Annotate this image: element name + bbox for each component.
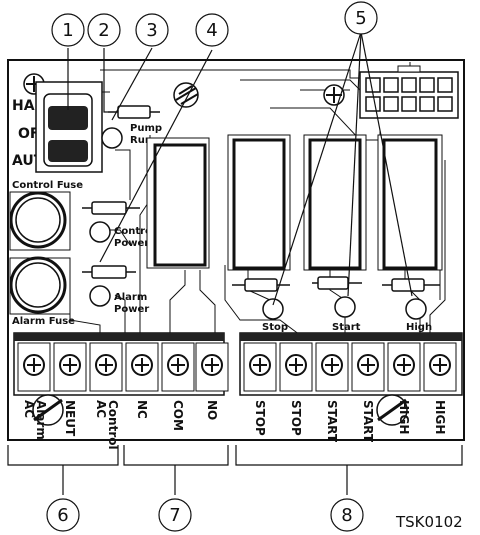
start-led-label: Start — [332, 322, 361, 333]
relay-3-icon — [303, 134, 367, 271]
terminal-screw-right-4-icon — [351, 342, 385, 392]
stop-led-label: Stop — [262, 322, 288, 333]
alarm-fuse-icon — [9, 256, 71, 315]
callout-4: 4 — [195, 13, 229, 47]
callout-7: 7 — [158, 498, 192, 532]
hand-off-auto-switch[interactable] — [35, 81, 103, 173]
callout-8: 8 — [330, 498, 364, 532]
terminal-label-left-1: AlarmAC — [22, 400, 48, 440]
control-fuse-icon — [9, 191, 71, 251]
terminal-screw-right-6-icon — [423, 342, 457, 392]
terminal-labels: AlarmAC NEUT ControlAC NC COM NO STOP STOP START… — [22, 400, 447, 450]
callout-leaders — [67, 31, 413, 306]
terminal-screw-right-2-icon — [279, 342, 313, 392]
terminal-label-right-6: HIGH — [433, 400, 447, 434]
svg-text:8: 8 — [341, 505, 352, 526]
terminal-label-right-4: START — [361, 400, 375, 443]
terminal-screw-right-3-icon — [315, 342, 349, 392]
led-high-icon — [405, 298, 427, 320]
ground-symbol-icon — [173, 82, 199, 108]
callout-1: 1 — [51, 13, 85, 47]
control-fuse-label: Control Fuse — [12, 180, 83, 191]
svg-text:2: 2 — [98, 20, 109, 41]
svg-text:4: 4 — [206, 20, 217, 41]
terminal-label-right-3: START — [325, 400, 339, 443]
pump-run-label-2: Run — [130, 135, 152, 146]
led-start-icon — [334, 296, 356, 318]
figure-id: TSK0102 — [395, 513, 463, 531]
terminal-screw-left-2-icon — [53, 342, 87, 392]
terminal-label-right-1: STOP — [253, 400, 267, 436]
svg-text:5: 5 — [355, 8, 366, 29]
callout-5: 5 — [344, 1, 378, 35]
led-control-power-icon — [89, 221, 111, 243]
resistor-alarm-power-icon — [82, 265, 136, 279]
resistor-control-power-icon — [82, 201, 140, 215]
control-power-label-2: Power — [114, 238, 149, 249]
resistor-high-icon — [382, 278, 440, 292]
pump-run-label-1: Pump — [130, 123, 162, 134]
screwdriver-slot-right-icon — [376, 394, 408, 426]
terminal-screws — [17, 342, 457, 392]
terminal-screw-right-1-icon — [243, 342, 277, 392]
terminal-screw-right-5-icon — [387, 342, 421, 392]
alarm-power-label-1: Alarm — [114, 292, 147, 303]
control-power-label-1: Control — [114, 226, 155, 237]
svg-text:6: 6 — [57, 505, 68, 526]
callout-6: 6 — [46, 498, 80, 532]
terminal-label-left-2: NEUT — [63, 400, 77, 437]
svg-text:3: 3 — [146, 20, 157, 41]
terminal-label-left-3: ControlAC — [94, 400, 120, 450]
terminal-screw-left-5-icon — [161, 342, 195, 392]
led-alarm-power-icon — [89, 285, 111, 307]
led-pump-run-icon — [101, 127, 123, 149]
terminal-label-left-5: COM — [171, 400, 185, 431]
alarm-fuse-label: Alarm Fuse — [12, 316, 75, 327]
terminal-screw-left-3-icon — [89, 342, 123, 392]
callout-2: 2 — [87, 13, 121, 47]
svg-text:1: 1 — [62, 20, 73, 41]
relay-2-icon — [227, 134, 291, 271]
terminal-label-left-6: NO — [205, 400, 219, 420]
callout-3: 3 — [135, 13, 169, 47]
callouts: 1 2 3 4 5 6 7 8 — [46, 1, 378, 532]
relay-4-icon — [377, 134, 443, 271]
relay-1-icon — [146, 137, 210, 269]
resistor-start-icon — [312, 276, 362, 290]
resistor-stop-icon — [232, 278, 290, 292]
connector-j1-icon — [359, 65, 459, 119]
terminal-screw-left-1-icon — [17, 342, 51, 392]
svg-text:7: 7 — [169, 505, 180, 526]
group-brackets — [7, 445, 463, 495]
led-stop-icon — [262, 298, 284, 320]
terminal-screw-left-6-icon — [195, 342, 229, 392]
alarm-power-label-2: Power — [114, 304, 149, 315]
terminal-label-right-5: HIGH — [397, 400, 411, 434]
terminal-label-right-2: STOP — [289, 400, 303, 436]
terminal-screw-left-4-icon — [125, 342, 159, 392]
screwdriver-slot-left-icon — [32, 394, 64, 426]
terminal-label-left-4: NC — [135, 400, 149, 419]
high-led-label: High — [406, 322, 432, 333]
